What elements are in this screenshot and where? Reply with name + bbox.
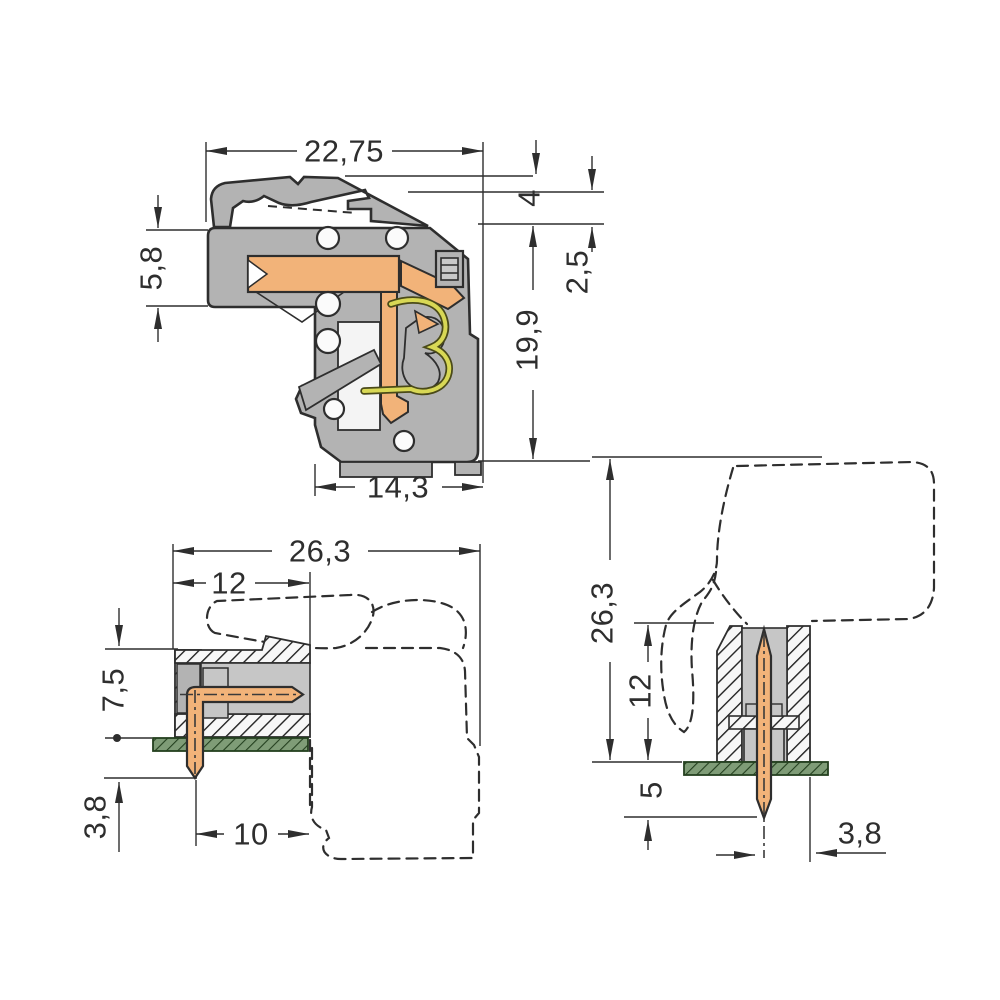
header-right-wall-front (786, 625, 811, 763)
header-left-wall-front (716, 625, 743, 763)
dim-pin-to-face: 10 (233, 817, 268, 852)
dim-header-depth: 12 (211, 566, 246, 601)
datum-dot (113, 734, 121, 742)
mating-connector-outline-front (660, 460, 936, 734)
view-side-section-dimensions: 22,75 5,8 4 2,5 19,9 14,3 (134, 134, 604, 505)
dim-pin-edge-offset: 3,8 (838, 816, 883, 851)
body-foot-left (339, 461, 433, 478)
view-front-pcb: 26,3 12 5 3,8 (585, 456, 936, 862)
cavity-step-top (202, 667, 229, 688)
body-holes (314, 225, 416, 453)
view-side-section (206, 175, 482, 478)
cavity-step-bottom (202, 701, 229, 719)
view-front-pcb-dimensions: 26,3 12 5 3,8 (585, 459, 886, 862)
coding-element (434, 249, 465, 289)
vertical-solder-pin (755, 624, 773, 858)
dim-header-height: 12 (623, 673, 658, 708)
pcb-side (152, 737, 309, 752)
latch-inner-dashed-line (267, 205, 357, 214)
body-foot-right (454, 461, 482, 476)
dim-entry-height: 5,8 (134, 246, 169, 291)
dim-latch-clearance: 2,5 (560, 250, 595, 295)
clamp-spring (360, 296, 453, 396)
view-side-pcb-dimensions: 26,3 12 7,5 3,8 10 (78, 534, 480, 852)
dim-pin-below-board-front: 5 (634, 781, 669, 799)
dim-height-above-board: 7,5 (96, 668, 131, 713)
dim-latch-rise: 4 (512, 189, 547, 207)
dim-overall-depth: 26,3 (289, 534, 351, 569)
dim-body-height: 19,9 (510, 309, 545, 371)
dim-overall-height: 26,3 (585, 582, 620, 644)
view-side-pcb: 26,3 12 7,5 3,8 10 (78, 534, 481, 861)
dim-overall-width: 22,75 (304, 134, 384, 169)
dim-lower-width: 14,3 (367, 470, 429, 505)
latch-lever (209, 175, 429, 229)
header-top-wall (174, 634, 311, 664)
dim-pin-below-board-side: 3,8 (78, 795, 113, 840)
angled-solder-pin (180, 685, 305, 780)
